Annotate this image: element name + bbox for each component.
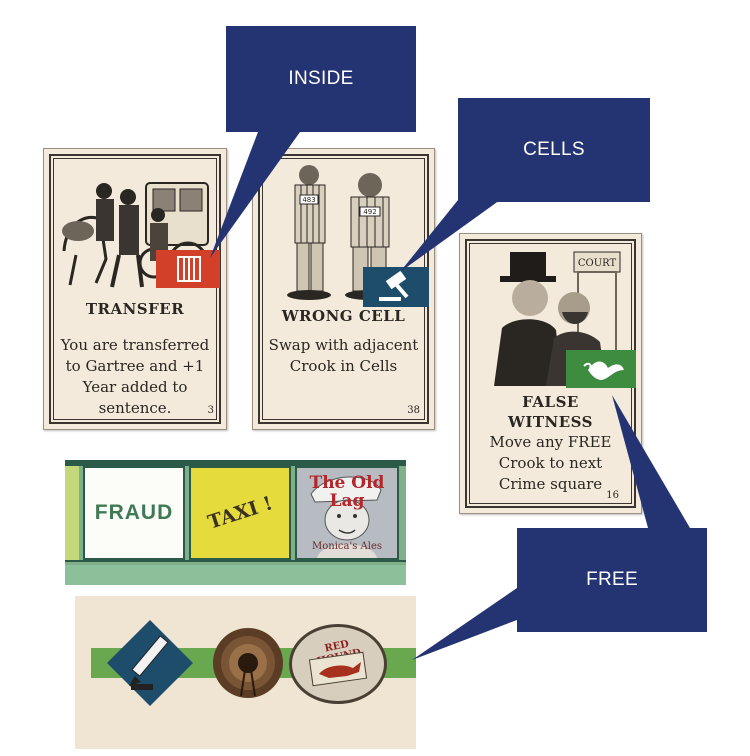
card-text: Swap with adjacent Crook in Cells — [268, 336, 419, 375]
tunnel-token[interactable] — [211, 626, 285, 700]
board-squares-strip: FRAUD TAXI ! The Old Lag Monica's Ales — [65, 460, 406, 585]
card-wrong-cell[interactable]: 483 492 WRONG CELL Swap with adjacent Cr… — [252, 148, 435, 430]
card-false-witness[interactable]: COURT FALSE WITNESS Move any FREE Crook … — [459, 233, 642, 514]
card-title: WRONG CELL — [281, 307, 406, 325]
card-title: TRANSFER — [85, 300, 185, 318]
taxi-label: TAXI ! — [205, 492, 275, 534]
card-number: 16 — [606, 490, 619, 501]
pub-subtitle: Monica's Ales — [312, 541, 382, 552]
court-sign: COURT — [578, 258, 617, 269]
prisoner-number: 492 — [363, 208, 376, 216]
fraud-label: FRAUD — [94, 501, 174, 524]
card-title: FALSE WITNESS — [507, 393, 593, 431]
hound-icon — [308, 651, 368, 687]
card-text: You are transferred to Gartree and +1 Ye… — [60, 336, 210, 417]
callout-cells: CELLS — [458, 98, 650, 202]
prison-bars-icon — [156, 250, 220, 288]
dove-icon — [566, 350, 636, 388]
prisoner-number: 483 — [302, 196, 315, 204]
pub-title: The Old Lag — [309, 473, 385, 511]
card-text: Move any FREE Crook to next Crime square — [489, 433, 612, 493]
callout-free: FREE — [517, 528, 707, 632]
board-square-fraud[interactable]: FRAUD — [83, 466, 185, 560]
prisoners-illustration: 483 492 — [287, 165, 393, 300]
gavel-icon — [363, 267, 429, 307]
board-square-taxi[interactable]: TAXI ! — [189, 466, 291, 560]
callout-inside: INSIDE — [226, 26, 416, 132]
free-pointer-down — [412, 588, 517, 660]
pub-sign-token[interactable]: RED HOUND — [289, 624, 387, 704]
police-van-illustration — [62, 182, 209, 288]
board-square-pub[interactable]: The Old Lag Monica's Ales — [295, 466, 399, 560]
pub-landlord-illustration — [297, 468, 397, 558]
tokens-strip: RED HOUND — [75, 596, 416, 749]
card-number: 3 — [207, 405, 214, 416]
forgery-pen-token[interactable] — [105, 618, 195, 708]
card-transfer[interactable]: TRANSFER You are transferred to Gartree … — [43, 148, 227, 430]
card-number: 38 — [407, 405, 420, 416]
